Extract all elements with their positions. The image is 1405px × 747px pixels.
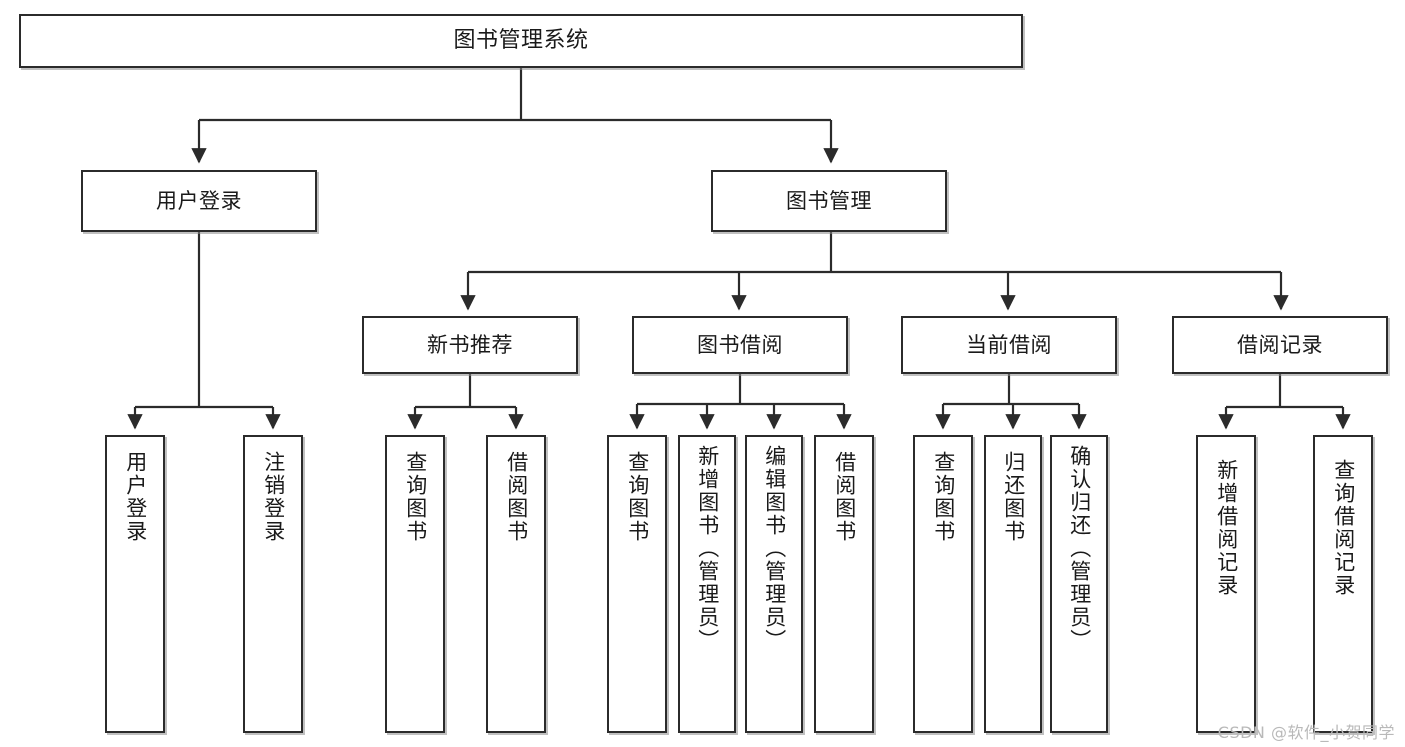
node-user-login[interactable]: 用户登录	[81, 170, 317, 232]
node-leaf-return-book-label: 归还图书	[1001, 451, 1026, 543]
node-leaf-logout[interactable]: 注销登录	[243, 435, 303, 733]
node-book-management[interactable]: 图书管理	[711, 170, 947, 232]
node-leaf-add-borrow-record-label: 新增借阅记录	[1214, 459, 1239, 597]
node-leaf-query-book-recommend-label: 查询图书	[403, 451, 428, 543]
node-book-borrow-label: 图书借阅	[697, 332, 783, 357]
node-leaf-add-book[interactable]: 新增图书（管理员）	[678, 435, 736, 733]
node-leaf-query-book-current[interactable]: 查询图书	[913, 435, 973, 733]
node-new-book-recommend[interactable]: 新书推荐	[362, 316, 578, 374]
node-new-book-recommend-label: 新书推荐	[427, 332, 513, 357]
node-leaf-query-book-current-label: 查询图书	[931, 451, 956, 543]
node-leaf-confirm-return[interactable]: 确认归还（管理员）	[1050, 435, 1108, 733]
node-current-borrow[interactable]: 当前借阅	[901, 316, 1117, 374]
node-leaf-borrow-book-recommend[interactable]: 借阅图书	[486, 435, 546, 733]
watermark-text: CSDN @软件_小贺同学	[1217, 723, 1395, 742]
node-leaf-user-login-label: 用户登录	[123, 451, 148, 543]
node-leaf-borrow-book-label: 借阅图书	[832, 451, 857, 543]
node-leaf-logout-label: 注销登录	[261, 451, 286, 543]
node-leaf-query-borrow-record[interactable]: 查询借阅记录	[1313, 435, 1373, 733]
node-leaf-query-book-recommend[interactable]: 查询图书	[385, 435, 445, 733]
node-leaf-query-book-borrow-label: 查询图书	[625, 451, 650, 543]
node-root[interactable]: 图书管理系统	[19, 14, 1023, 68]
node-leaf-add-borrow-record[interactable]: 新增借阅记录	[1196, 435, 1256, 733]
node-book-management-label: 图书管理	[786, 188, 872, 213]
node-leaf-user-login[interactable]: 用户登录	[105, 435, 165, 733]
node-borrow-record[interactable]: 借阅记录	[1172, 316, 1388, 374]
node-root-label: 图书管理系统	[453, 28, 589, 54]
node-leaf-return-book[interactable]: 归还图书	[984, 435, 1042, 733]
node-leaf-query-book-borrow[interactable]: 查询图书	[607, 435, 667, 733]
node-book-borrow[interactable]: 图书借阅	[632, 316, 848, 374]
node-leaf-borrow-book-recommend-label: 借阅图书	[504, 451, 529, 543]
node-leaf-borrow-book[interactable]: 借阅图书	[814, 435, 874, 733]
node-leaf-confirm-return-label: 确认归还（管理员）	[1067, 445, 1092, 652]
node-leaf-edit-book[interactable]: 编辑图书（管理员）	[745, 435, 803, 733]
node-leaf-query-borrow-record-label: 查询借阅记录	[1331, 459, 1356, 597]
node-leaf-add-book-label: 新增图书（管理员）	[695, 445, 720, 652]
node-borrow-record-label: 借阅记录	[1237, 332, 1323, 357]
node-user-login-label: 用户登录	[156, 188, 242, 213]
node-current-borrow-label: 当前借阅	[966, 332, 1052, 357]
node-leaf-edit-book-label: 编辑图书（管理员）	[762, 445, 787, 652]
